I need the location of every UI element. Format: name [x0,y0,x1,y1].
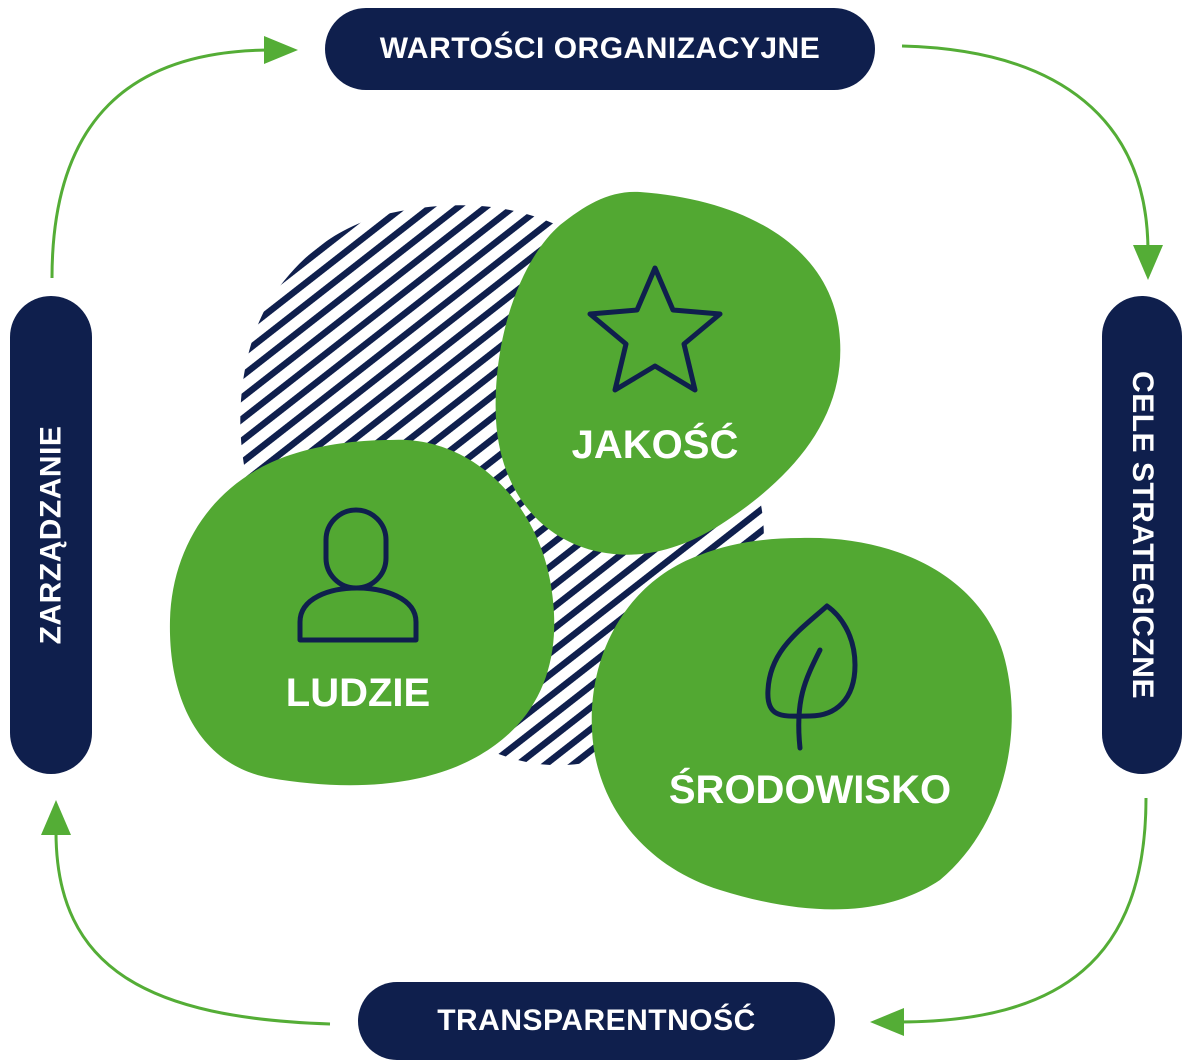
pill-zarzadzanie: ZARZĄDZANIE [10,296,92,774]
pill-wartosci-organizacyjne: WARTOŚCI ORGANIZACYJNE [325,8,875,90]
arrowhead-right-to-bottom [870,1008,904,1036]
pill-bottom-label: TRANSPARENTNOŚĆ [437,1004,756,1037]
pill-right-label: CELE STRATEGICZNE [1126,371,1160,699]
arrow-left-to-top [50,48,273,279]
pill-cele-strategiczne: CELE STRATEGICZNE [1102,296,1182,774]
srodowisko-shape [591,537,1012,910]
pill-left-label: ZARZĄDZANIE [34,425,67,645]
leaf-icon [765,603,858,751]
person-icon [297,507,419,643]
pill-top-label: WARTOŚCI ORGANIZACYJNE [379,32,821,65]
arrow-bottom-to-left [54,831,331,1026]
srodowisko-label: ŚRODOWISKO [669,766,951,812]
blob-ludzie: LUDZIE [169,439,555,786]
arrowhead-bottom-to-left [41,800,71,835]
cycle-arrows [41,36,1163,1036]
ludzie-shape [169,439,555,786]
arrowhead-top-to-right [1133,245,1163,280]
pill-transparentnosc: TRANSPARENTNOŚĆ [358,982,835,1060]
arrow-right-to-bottom [897,797,1148,1024]
blob-srodowisko: ŚRODOWISKO [591,537,1012,910]
arrowhead-left-to-top [264,36,298,64]
ludzie-label: LUDZIE [286,671,430,715]
blob-jakosc: JAKOŚĆ [495,191,841,555]
star-icon [587,265,723,393]
arrow-top-to-right [901,44,1150,253]
jakosc-label: JAKOŚĆ [572,421,739,467]
